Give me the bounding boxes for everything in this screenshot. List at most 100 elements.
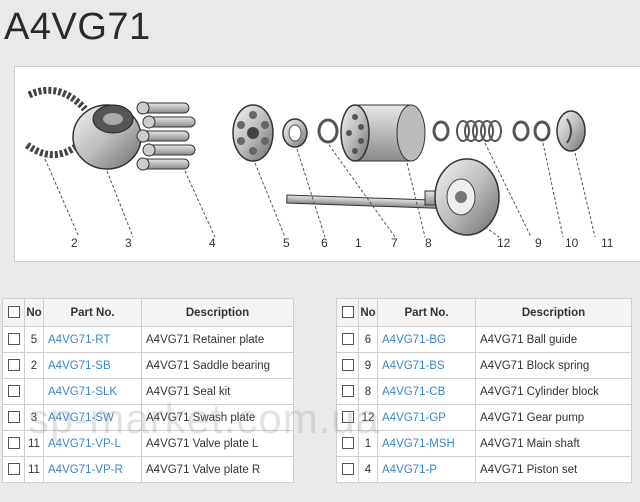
table-row: 12 A4VG71-GP A4VG71 Gear pump bbox=[336, 404, 632, 431]
valve-plate-drawing bbox=[556, 110, 586, 152]
callout-12: 12 bbox=[497, 236, 511, 250]
row-checkbox[interactable] bbox=[341, 333, 354, 346]
row-checkbox-cell[interactable] bbox=[2, 456, 25, 483]
col-header-part-no: Part No. bbox=[43, 298, 142, 327]
row-checkbox[interactable] bbox=[341, 385, 354, 398]
row-checkbox[interactable] bbox=[7, 385, 20, 398]
row-part-cell: A4VG71-P bbox=[377, 456, 476, 483]
row-checkbox-cell[interactable] bbox=[336, 352, 359, 379]
row-description: A4VG71 Saddle bearing bbox=[141, 352, 294, 379]
row-description: A4VG71 Retainer plate bbox=[141, 326, 294, 353]
row-checkbox[interactable] bbox=[341, 463, 354, 476]
row-checkbox-cell[interactable] bbox=[2, 326, 25, 353]
ring-drawing bbox=[317, 118, 339, 144]
parts-tables: No Part No. Description 5 A4VG71-RT A4VG71… bbox=[0, 298, 640, 502]
part-number-link[interactable]: A4VG71-MSH bbox=[382, 437, 455, 450]
part-number-link[interactable]: A4VG71-SB bbox=[48, 359, 111, 372]
row-part-cell: A4VG71-GP bbox=[377, 404, 476, 431]
col-header-no: No bbox=[358, 298, 378, 327]
callout-2: 2 bbox=[71, 236, 78, 250]
row-checkbox[interactable] bbox=[7, 359, 20, 372]
row-checkbox-cell[interactable] bbox=[336, 430, 359, 457]
table-row: 3 A4VG71-SW A4VG71 Swash plate bbox=[2, 404, 294, 431]
part-number-link[interactable]: A4VG71-CB bbox=[382, 385, 446, 398]
row-no: 2 bbox=[24, 352, 44, 379]
row-checkbox-cell[interactable] bbox=[336, 456, 359, 483]
row-part-cell: A4VG71-RT bbox=[43, 326, 142, 353]
row-checkbox-cell[interactable] bbox=[2, 378, 25, 405]
row-part-cell: A4VG71-BG bbox=[377, 326, 476, 353]
part-number-link[interactable]: A4VG71-VP-L bbox=[48, 437, 121, 450]
row-part-cell: A4VG71-SB bbox=[43, 352, 142, 379]
row-description: A4VG71 Ball guide bbox=[475, 326, 632, 353]
row-no: 11 bbox=[24, 456, 44, 483]
row-description: A4VG71 Swash plate bbox=[141, 404, 294, 431]
table-row: 9 A4VG71-BS A4VG71 Block spring bbox=[336, 352, 632, 379]
callout-8: 8 bbox=[425, 236, 432, 250]
part-number-link[interactable]: A4VG71-P bbox=[382, 463, 437, 476]
part-number-link[interactable]: A4VG71-RT bbox=[48, 333, 111, 346]
row-description: A4VG71 Cylinder block bbox=[475, 378, 632, 405]
part-number-link[interactable]: A4VG71-BS bbox=[382, 359, 445, 372]
callout-11: 11 bbox=[601, 236, 614, 250]
row-part-cell: A4VG71-VP-R bbox=[43, 456, 142, 483]
row-part-cell: A4VG71-SLK bbox=[43, 378, 142, 405]
row-description: A4VG71 Gear pump bbox=[475, 404, 632, 431]
parts-table-left: No Part No. Description 5 A4VG71-RT A4VG71… bbox=[2, 298, 294, 483]
table-header-row: No Part No. Description bbox=[2, 298, 294, 327]
part-number-link[interactable]: A4VG71-SW bbox=[48, 411, 114, 424]
row-no: 3 bbox=[24, 404, 44, 431]
row-checkbox-cell[interactable] bbox=[336, 326, 359, 353]
select-all-checkbox-cell[interactable] bbox=[2, 298, 25, 327]
row-part-cell: A4VG71-CB bbox=[377, 378, 476, 405]
row-no: 8 bbox=[358, 378, 378, 405]
callout-3: 3 bbox=[125, 236, 132, 250]
row-checkbox-cell[interactable] bbox=[2, 352, 25, 379]
row-no: 9 bbox=[358, 352, 378, 379]
row-checkbox-cell[interactable] bbox=[2, 404, 25, 431]
row-checkbox[interactable] bbox=[7, 411, 20, 424]
select-all-checkbox-cell[interactable] bbox=[336, 298, 359, 327]
row-description: A4VG71 Piston set bbox=[475, 456, 632, 483]
row-no: 1 bbox=[358, 430, 378, 457]
row-checkbox-cell[interactable] bbox=[336, 404, 359, 431]
callout-6: 6 bbox=[321, 236, 328, 250]
part-number-link[interactable]: A4VG71-BG bbox=[382, 333, 446, 346]
part-number-link[interactable]: A4VG71-VP-R bbox=[48, 463, 123, 476]
table-row: 4 A4VG71-P A4VG71 Piston set bbox=[336, 456, 632, 483]
gear-pump-drawing bbox=[434, 158, 500, 236]
row-checkbox[interactable] bbox=[7, 463, 20, 476]
table-row: 8 A4VG71-CB A4VG71 Cylinder block bbox=[336, 378, 632, 405]
row-no: 5 bbox=[24, 326, 44, 353]
row-checkbox-cell[interactable] bbox=[336, 378, 359, 405]
callout-7: 7 bbox=[391, 236, 398, 250]
cylinder-block-drawing bbox=[340, 104, 426, 162]
row-checkbox-cell[interactable] bbox=[2, 430, 25, 457]
piston-set-drawing bbox=[136, 101, 196, 171]
select-all-checkbox[interactable] bbox=[7, 306, 20, 319]
part-number-link[interactable]: A4VG71-GP bbox=[382, 411, 446, 424]
row-description: A4VG71 Valve plate R bbox=[141, 456, 294, 483]
row-checkbox[interactable] bbox=[341, 437, 354, 450]
select-all-checkbox[interactable] bbox=[341, 306, 354, 319]
row-description: A4VG71 Valve plate L bbox=[141, 430, 294, 457]
swash-plate-drawing bbox=[72, 104, 142, 170]
row-part-cell: A4VG71-VP-L bbox=[43, 430, 142, 457]
row-no: 12 bbox=[358, 404, 378, 431]
row-checkbox[interactable] bbox=[341, 411, 354, 424]
row-checkbox[interactable] bbox=[7, 333, 20, 346]
row-description: A4VG71 Block spring bbox=[475, 352, 632, 379]
col-header-description: Description bbox=[475, 298, 632, 327]
col-header-part-no: Part No. bbox=[377, 298, 476, 327]
row-checkbox[interactable] bbox=[7, 437, 20, 450]
part-number-link[interactable]: A4VG71-SLK bbox=[48, 385, 118, 398]
main-shaft-drawing bbox=[286, 190, 446, 209]
row-checkbox[interactable] bbox=[341, 359, 354, 372]
table-row: 2 A4VG71-SB A4VG71 Saddle bearing bbox=[2, 352, 294, 379]
row-no: 4 bbox=[358, 456, 378, 483]
table-row: 11 A4VG71-VP-R A4VG71 Valve plate R bbox=[2, 456, 294, 483]
col-header-no: No bbox=[24, 298, 44, 327]
